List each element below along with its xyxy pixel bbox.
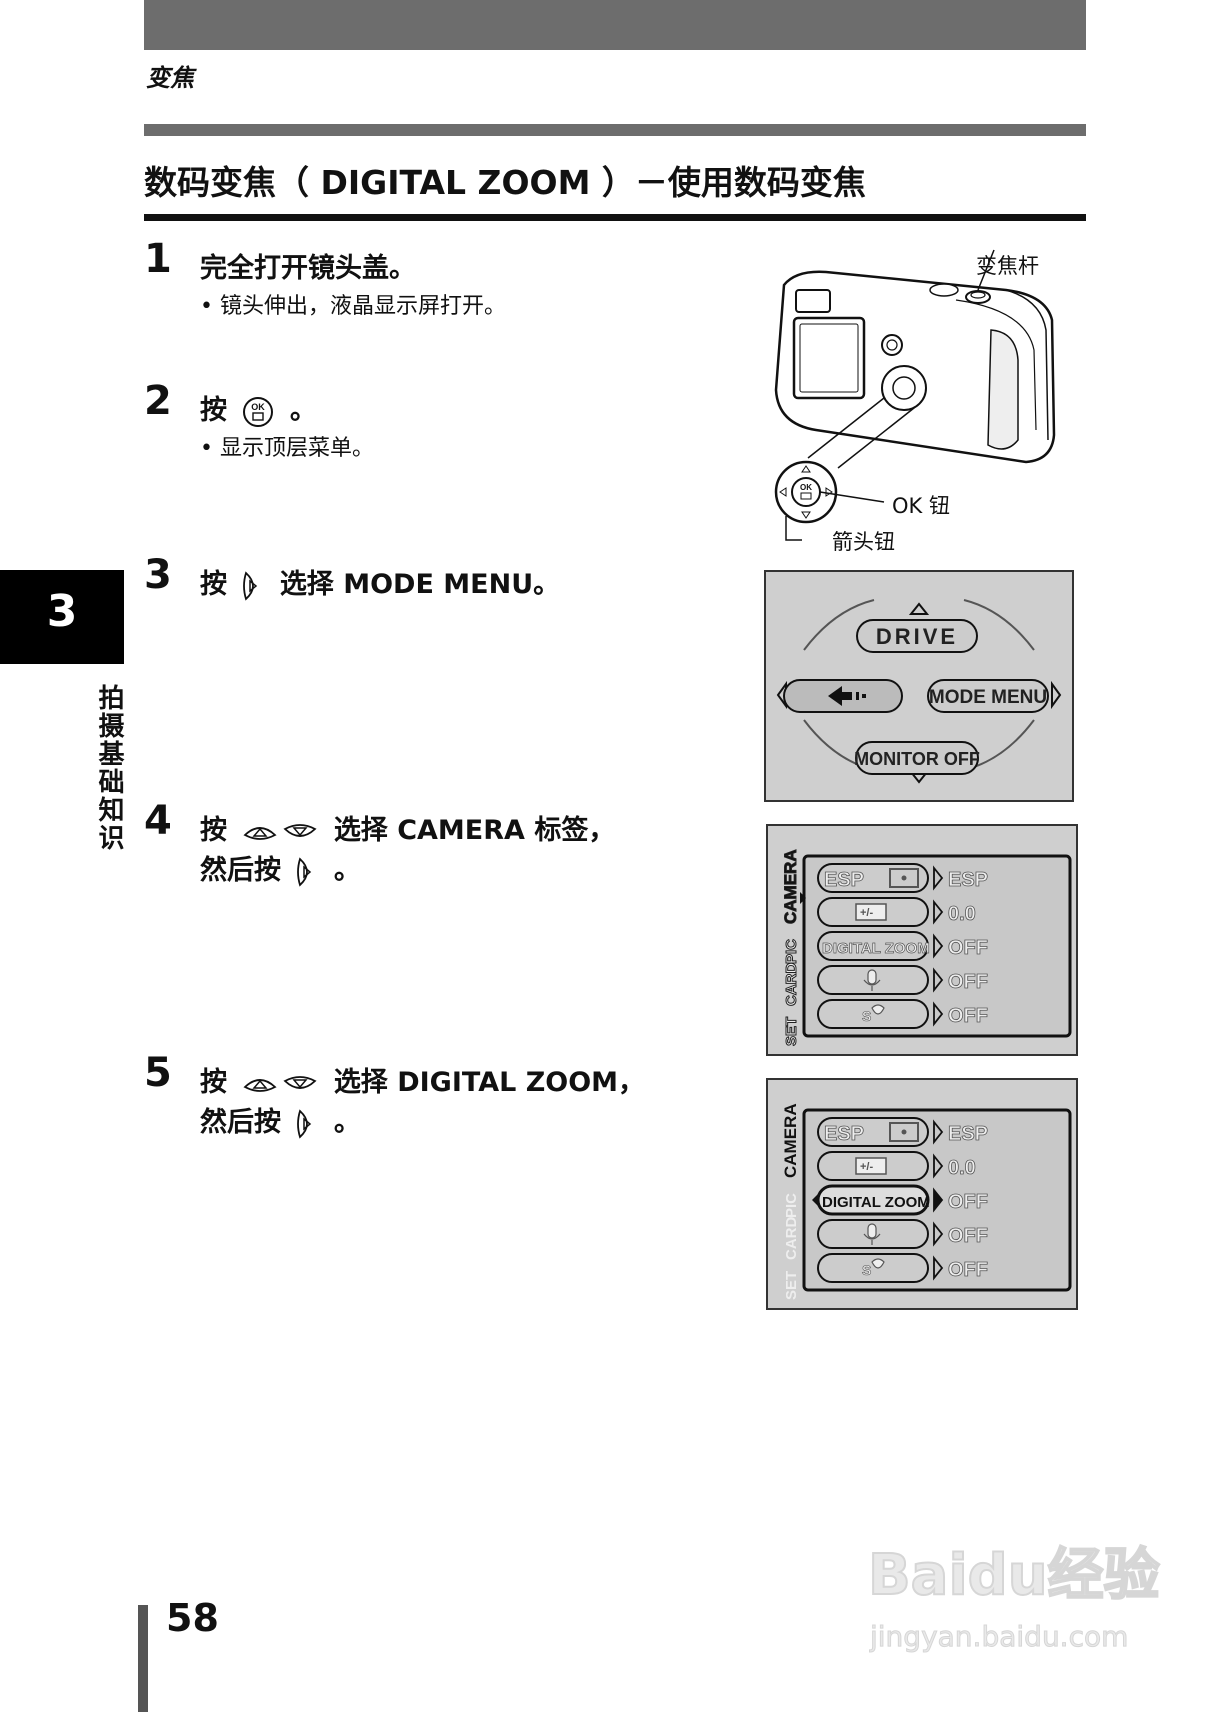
- row3-value: OFF: [948, 937, 988, 959]
- mic-icon: [863, 969, 881, 991]
- step-5-text: 按 选择 DIGITAL ZOOM，: [200, 1060, 645, 1099]
- row2-label: +/-: [860, 907, 873, 919]
- heading-rule: [144, 214, 1086, 221]
- step-2-text-after: 。: [289, 395, 317, 426]
- page-heading: 数码变焦（ DIGITAL ZOOM ）－使用数码变焦: [144, 163, 866, 202]
- step-3-text: 按 选择 MODE MENU。: [200, 562, 560, 603]
- footer-bar: [138, 1605, 148, 1712]
- header-bar: [144, 0, 1086, 50]
- step-4-text-line2: 然后按 。: [200, 848, 361, 889]
- ok-button-label: OK 钮: [892, 494, 950, 518]
- row5-value: OFF: [948, 1259, 988, 1281]
- menu-drive-label: DRIVE: [876, 624, 958, 649]
- row5-label: S: [862, 1262, 871, 1278]
- right-arrow-button-icon: [243, 570, 258, 601]
- tab-camera: CAMERA: [781, 849, 800, 924]
- selected-row-label: DIGITAL ZOOM: [822, 1194, 930, 1211]
- tab-camera: CAMERA: [781, 1103, 800, 1178]
- tab-set: SET: [783, 1271, 800, 1300]
- row4-value: OFF: [948, 1225, 988, 1247]
- step-4-text-after: 选择 CAMERA 标签，: [333, 815, 616, 846]
- step-5-text-after: 选择 DIGITAL ZOOM，: [333, 1067, 646, 1098]
- step-1-bullet-text: 镜头伸出，液晶显示屏打开。: [219, 294, 506, 319]
- digital-zoom-screen: CAMERA PIC CARD SET ESP ESP +/- 0.0 DIGI…: [766, 1078, 1078, 1310]
- step-2-bullet-text: 显示顶层菜单。: [219, 436, 374, 461]
- step-5-text-line2: 然后按 。: [200, 1100, 361, 1141]
- chapter-title: 拍摄基础知识: [94, 684, 124, 852]
- step-1-text: 完全打开镜头盖。: [200, 253, 416, 284]
- section-label: 变焦: [146, 64, 194, 92]
- step-3-text-before: 按: [200, 569, 227, 600]
- up-down-arrow-button-icon: [243, 1075, 317, 1092]
- mic-icon: [863, 1223, 881, 1245]
- top-menu-screen: DRIVE MODE MENU MONITOR OFF: [764, 570, 1074, 802]
- camera-tab-screen: CAMERA PIC CARD SET ESP ESP +/- 0.0 DIGI…: [766, 824, 1078, 1056]
- tab-pic: PIC: [783, 939, 800, 964]
- arrow-pad-label: 箭头钮: [832, 530, 895, 554]
- row5-label: S: [862, 1008, 871, 1024]
- zoom-lever-label: 变焦杆: [976, 254, 1039, 278]
- tab-set: SET: [783, 1017, 800, 1046]
- watermark: Baidu经验: [867, 1542, 1161, 1609]
- up-down-arrow-button-icon: [243, 823, 317, 840]
- right-arrow-button-icon: [297, 856, 312, 887]
- step-2-number: 2: [144, 378, 172, 424]
- chapter-tab: [0, 570, 124, 664]
- step-3-text-after: 选择 MODE MENU。: [279, 569, 561, 600]
- right-arrow-button-icon: [297, 1108, 312, 1139]
- row5-value: OFF: [948, 1005, 988, 1027]
- camera-illustration: OK: [774, 249, 1056, 541]
- section-divider: [144, 124, 1086, 136]
- row2-label: +/-: [860, 1161, 873, 1173]
- ok-button-icon: OK: [243, 396, 274, 427]
- step-1-bullet: • 镜头伸出，液晶显示屏打开。: [200, 294, 506, 319]
- row1-value: ESP: [948, 869, 988, 891]
- step-2-text: 按 OK 。: [200, 388, 317, 429]
- row2-value: 0.0: [948, 903, 976, 925]
- chapter-number: 3: [46, 586, 78, 637]
- step-4-number: 4: [144, 798, 172, 844]
- step-5-line2-after: 。: [333, 1107, 361, 1138]
- step-3-number: 3: [144, 552, 172, 598]
- step-5-number: 5: [144, 1050, 172, 1096]
- menu-mode-menu-label: MODE MENU: [929, 687, 1047, 708]
- step-5-text-before: 按: [200, 1067, 227, 1098]
- tab-card: CARD: [783, 1217, 800, 1260]
- page-number: 58: [166, 1596, 219, 1640]
- arrow-menu-icon: [828, 686, 866, 706]
- step-5-line2-before: 然后按: [200, 1107, 281, 1138]
- macro-icon: [871, 1004, 885, 1015]
- tab-pic: PIC: [783, 1193, 800, 1218]
- row4-value: OFF: [948, 971, 988, 993]
- step-2-text-before: 按: [200, 395, 227, 426]
- magnified-ok-text: OK: [800, 483, 812, 492]
- menu-monitor-off-label: MONITOR OFF: [854, 749, 980, 769]
- tab-card: CARD: [783, 963, 800, 1006]
- step-4-line2-before: 然后按: [200, 855, 281, 886]
- row1-label: ESP: [824, 1123, 864, 1145]
- step-1-number: 1: [144, 236, 172, 282]
- ok-icon-text: OK: [252, 402, 266, 412]
- row2-value: 0.0: [948, 1157, 976, 1179]
- step-2-bullet: • 显示顶层菜单。: [200, 436, 374, 461]
- watermark-url: jingyan.baidu.com: [869, 1620, 1129, 1654]
- step-4-line2-after: 。: [333, 855, 361, 886]
- row1-value: ESP: [948, 1123, 988, 1145]
- row3-label: DIGITAL ZOOM: [822, 940, 930, 957]
- row1-label: ESP: [824, 869, 864, 891]
- macro-icon: [871, 1258, 885, 1269]
- row3-value: OFF: [948, 1191, 988, 1213]
- step-4-text: 按 选择 CAMERA 标签，: [200, 808, 615, 847]
- step-4-text-before: 按: [200, 815, 227, 846]
